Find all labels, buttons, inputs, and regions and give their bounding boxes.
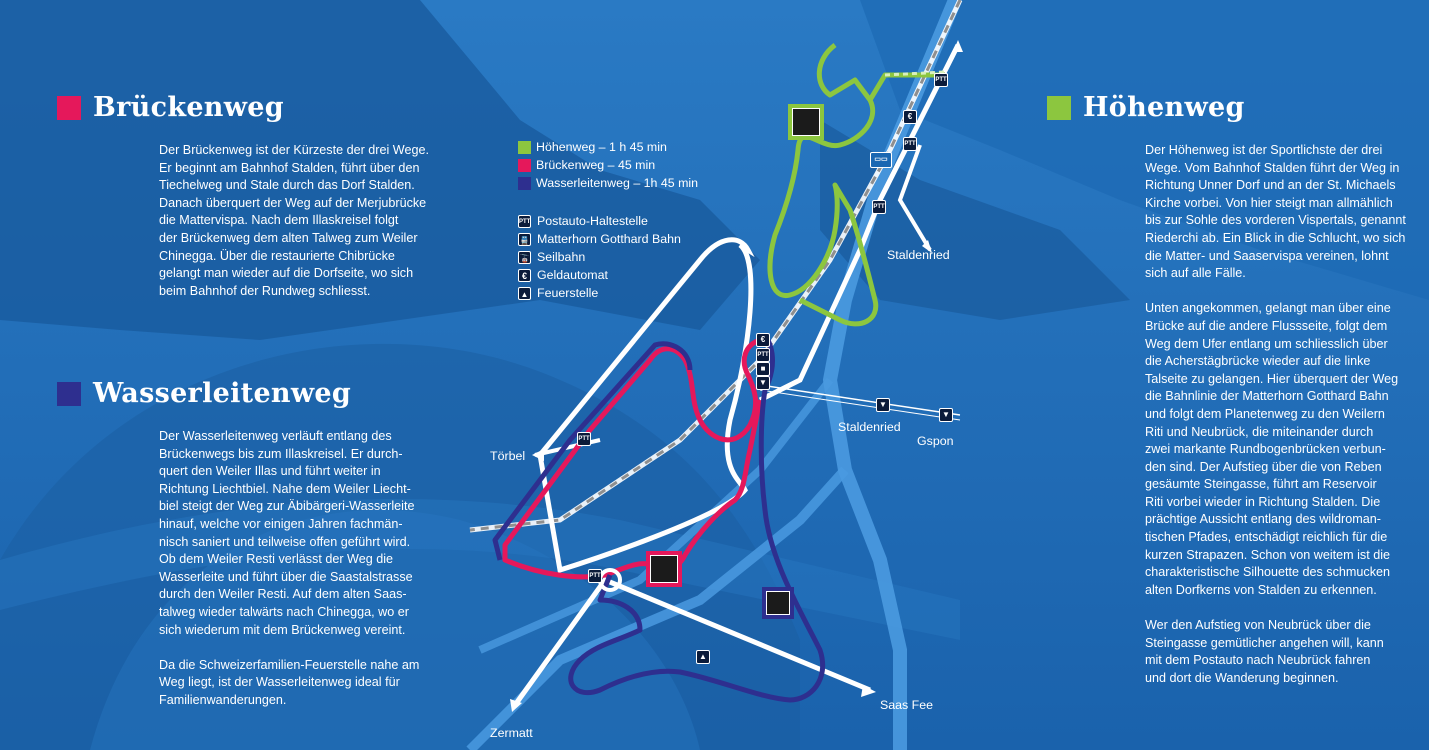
cablecar-icon: ▼ — [876, 398, 890, 412]
river-branch — [478, 377, 834, 654]
legend-label: Höhenweg – 1 h 45 min — [536, 140, 667, 154]
brueckenweg-description: Der Brückenweg ist der Kürzeste der drei… — [159, 143, 429, 298]
brueckenweg-start-marker — [646, 551, 682, 587]
legend-symbol-fireplace: ▲ Feuerstelle — [518, 284, 698, 302]
wasserleitenweg-start-marker — [762, 587, 794, 619]
section-brueckenweg: Brückenweg Der Brückenweg ist der Kürzes… — [57, 92, 439, 300]
postauto-marker: PTT — [903, 137, 917, 151]
atm-icon: € — [756, 333, 770, 347]
legend-label: Brückenweg – 45 min — [536, 158, 656, 172]
hoehenweg-description: Der Höhenweg ist der Sportlichste der dr… — [1145, 143, 1406, 685]
fireplace-icon: ▲ — [518, 286, 531, 300]
legend-label: Seilbahn — [537, 250, 586, 264]
fireplace-icon: ▲ — [696, 650, 710, 664]
brueckenweg-title: Brückenweg — [93, 92, 284, 123]
section-hoehenweg: Höhenweg Der Höhenweg ist der Sportlichs… — [1047, 92, 1425, 687]
arrow-saas-fee — [861, 685, 876, 697]
bridge-arch-inner — [90, 509, 700, 750]
postauto-icon: PTT — [518, 214, 531, 228]
legend-symbol-train: 🚆 Matterhorn Gotthard Bahn — [518, 230, 698, 248]
road-main — [512, 576, 871, 707]
cablecar-icon: 🚡 — [518, 250, 531, 264]
place-staldenried-top: Staldenried — [887, 248, 950, 262]
wasserleitenweg-color-swatch — [57, 381, 81, 406]
brueckenweg-color-swatch — [57, 95, 81, 120]
mountain-left — [0, 0, 760, 340]
legend-symbol-atm: € Geldautomat — [518, 266, 698, 284]
wasserleitenweg-description: Der Wasserleitenweg verläuft entlang des… — [159, 429, 420, 707]
arrow-toerbel — [532, 449, 544, 461]
legend-swatch — [518, 158, 531, 172]
road-loop-ptt — [897, 144, 932, 252]
legend-label: Feuerstelle — [537, 286, 599, 300]
wasserleitenweg-title: Wasserleitenweg — [93, 378, 352, 409]
atm-icon: € — [903, 110, 917, 124]
arrow-staldenried-2 — [922, 240, 932, 253]
hoehenweg-start-marker — [788, 104, 824, 140]
postauto-marker: PTT — [577, 432, 591, 446]
section-wasserleitenweg: Wasserleitenweg Der Wasserleitenweg verl… — [57, 378, 439, 710]
place-gspon: Gspon — [917, 434, 954, 448]
arrow-staldenried — [953, 40, 963, 52]
legend-label: Postauto-Haltestelle — [537, 214, 648, 228]
route-brueckenweg — [502, 337, 763, 580]
postauto-marker: PTT — [588, 569, 602, 583]
arrow-zermatt — [510, 699, 522, 712]
train-icon: ■ — [756, 362, 770, 376]
place-staldenried-mid: Staldenried — [838, 420, 901, 434]
place-toerbel: Törbel — [490, 449, 526, 463]
train-station-icon: ▭▭ — [870, 152, 892, 168]
route-hoehenweg-dashed — [884, 70, 946, 77]
hoehenweg-color-swatch — [1047, 95, 1071, 120]
legend-symbol-cablecar: 🚡 Seilbahn — [518, 248, 698, 266]
cable-car-line-2 — [759, 389, 961, 421]
legend-label: Wasserleitenweg – 1h 45 min — [536, 176, 699, 190]
river — [822, 0, 962, 750]
legend-label: Matterhorn Gotthard Bahn — [537, 232, 681, 246]
postauto-marker: PTT — [934, 73, 948, 87]
legend-symbol-postauto: PTT Postauto-Haltestelle — [518, 212, 698, 230]
cablecar-icon: ▼ — [939, 408, 953, 422]
postauto-marker: PTT — [756, 348, 770, 362]
place-saas-fee: Saas Fee — [880, 698, 934, 712]
bridge-deck — [0, 499, 960, 640]
legend-route-wasserleitenweg: Wasserleitenweg – 1h 45 min — [518, 174, 698, 192]
legend-swatch — [518, 140, 531, 154]
postauto-marker: PTT — [872, 200, 886, 214]
map-legend: Höhenweg – 1 h 45 min Brückenweg – 45 mi… — [518, 138, 698, 302]
cablecar-icon: ▼ — [756, 376, 770, 390]
route-wasserleitenweg — [492, 333, 826, 703]
legend-label: Geldautomat — [537, 268, 608, 282]
cable-car-line — [759, 384, 961, 416]
train-icon: 🚆 — [518, 232, 531, 246]
legend-route-brueckenweg: Brückenweg – 45 min — [518, 156, 698, 174]
legend-route-hoehenweg: Höhenweg – 1 h 45 min — [518, 138, 698, 156]
legend-swatch — [518, 176, 531, 190]
place-zermatt: Zermatt — [490, 726, 533, 740]
hoehenweg-title: Höhenweg — [1083, 92, 1245, 123]
river-side — [466, 466, 849, 750]
atm-icon: € — [518, 268, 531, 282]
mountain-right — [860, 0, 1429, 300]
